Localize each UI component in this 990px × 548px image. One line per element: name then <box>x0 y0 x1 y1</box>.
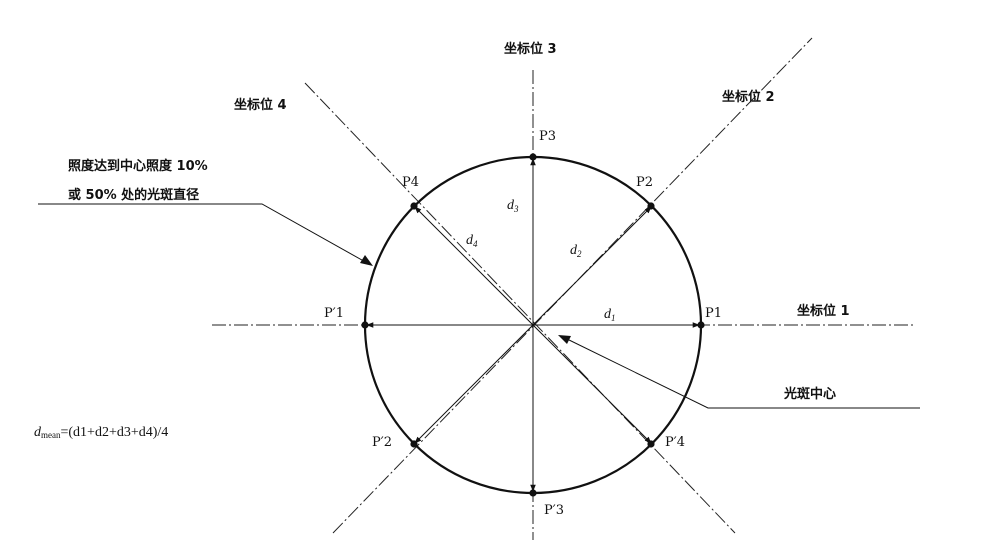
spot-center-label: 光斑中心 <box>783 386 836 402</box>
point-label-p1: P1 <box>705 306 722 321</box>
diameter-label-d1: d1 <box>604 307 616 323</box>
axis-line-2 <box>332 37 813 534</box>
spot-center-arrowhead <box>558 335 571 344</box>
diameter-arrow-d4 <box>414 206 652 444</box>
point-p3-prime <box>529 489 537 497</box>
point-label-p2-prime: P′2 <box>372 435 392 450</box>
diameter-label-d3: d3 <box>507 198 519 214</box>
diameter-note-line-2: 或 50% 处的光斑直径 <box>68 187 199 203</box>
diameter-note-line-1: 照度达到中心照度 10% <box>68 158 208 174</box>
axis-label-1: 坐标位 1 <box>797 303 850 319</box>
diameter-label-d4: d4 <box>466 233 478 249</box>
point-label-p2: P2 <box>636 175 653 190</box>
point-p3 <box>529 153 537 161</box>
axis-label-4: 坐标位 4 <box>234 97 287 113</box>
axis-label-2: 坐标位 2 <box>722 89 775 105</box>
diameter-note-arrowhead <box>360 255 373 266</box>
point-p1 <box>697 321 705 329</box>
diameter-note-leader <box>38 203 370 265</box>
point-p2 <box>647 202 655 210</box>
point-p1-prime <box>361 321 369 329</box>
point-label-p3-prime: P′3 <box>544 503 564 518</box>
point-p4-prime <box>647 440 655 448</box>
point-label-p1-prime: P′1 <box>324 306 344 321</box>
point-label-p3: P3 <box>539 129 556 144</box>
diameter-label-d2: d2 <box>570 243 582 259</box>
spot-center-leader <box>564 337 920 409</box>
axis-line-4 <box>304 82 736 534</box>
point-p4 <box>410 202 418 210</box>
point-label-p4-prime: P′4 <box>665 435 685 450</box>
mean-diameter-formula: dmean=(d1+d2+d3+d4)/4 <box>34 425 168 440</box>
point-p2-prime <box>410 440 418 448</box>
axis-label-3: 坐标位 3 <box>504 41 557 57</box>
point-label-p4: P4 <box>402 175 419 190</box>
